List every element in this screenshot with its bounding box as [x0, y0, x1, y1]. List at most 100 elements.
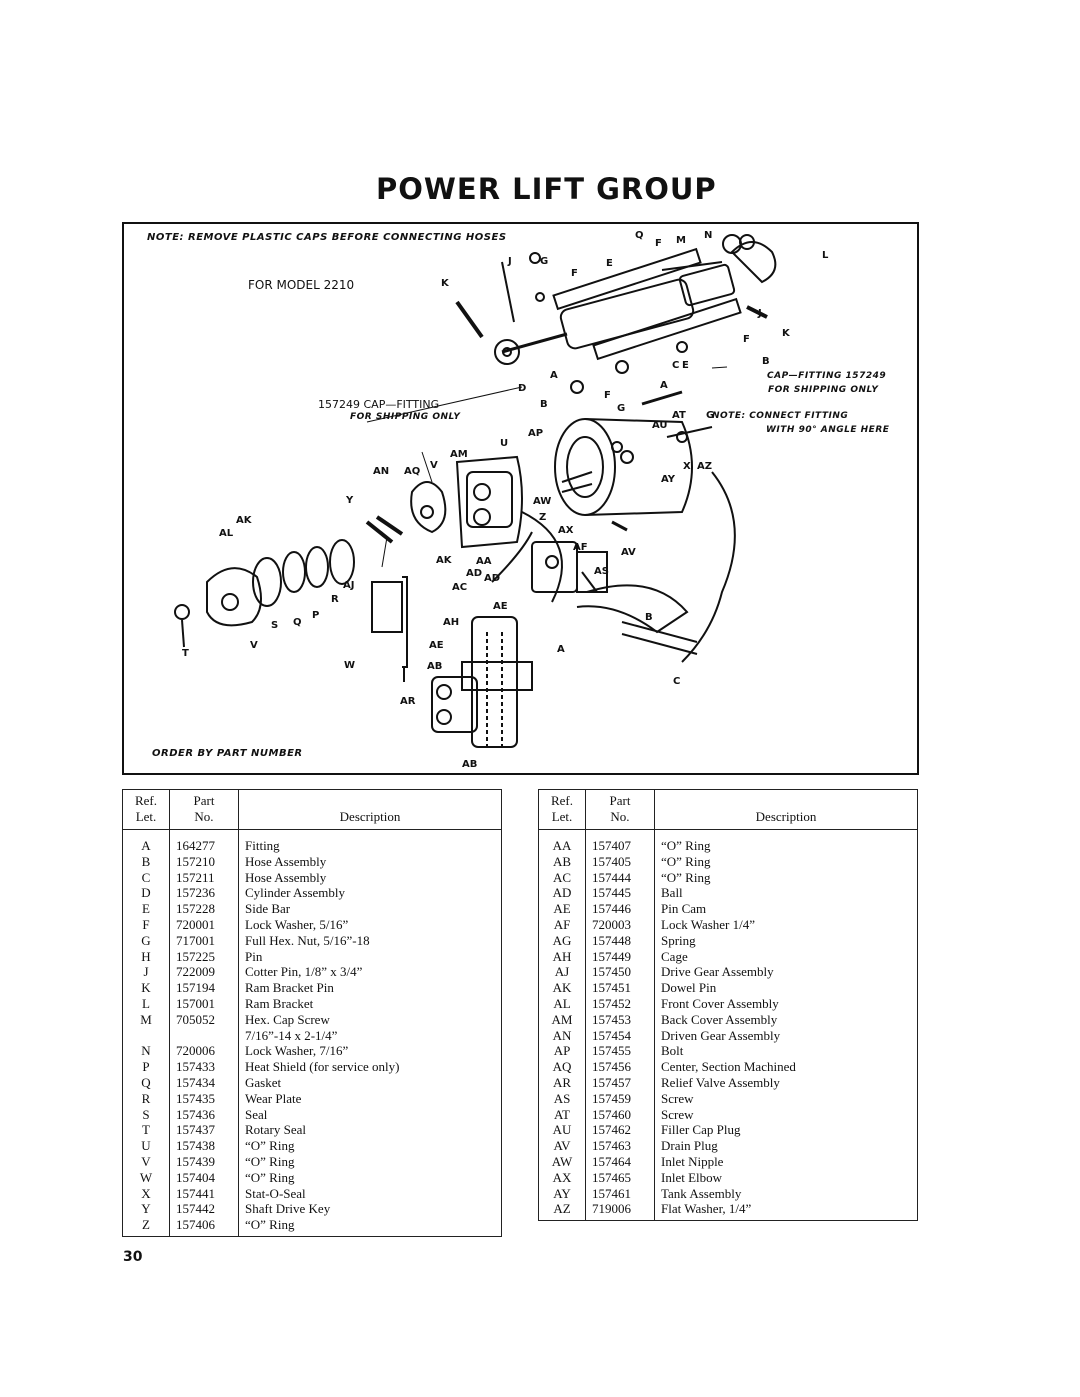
ref-letter: AD	[538, 885, 586, 902]
tank-assembly	[554, 390, 713, 516]
ref-letter: AK	[538, 980, 586, 996]
ref-letter: AF	[538, 916, 586, 933]
ref-letter: E	[122, 901, 170, 917]
part-description: Drive Gear Assembly	[654, 964, 918, 981]
ref-letter: N	[122, 1043, 170, 1060]
part-description: Ram Bracket	[238, 995, 502, 1012]
part-number: 157452	[585, 995, 655, 1012]
part-number: 157436	[169, 1106, 239, 1123]
callout-label: F	[655, 238, 662, 249]
part-number: 157453	[585, 1011, 655, 1028]
callout-label: AM	[450, 449, 468, 460]
part-description: Screw	[654, 1106, 918, 1123]
order-note: ORDER BY PART NUMBER	[152, 748, 303, 759]
ref-letter: AL	[538, 995, 586, 1012]
callout-label: AE	[429, 640, 444, 651]
ref-letter: AC	[538, 869, 586, 886]
shipping-note-right: FOR SHIPPING ONLY	[768, 385, 879, 395]
callout-label: AJ	[343, 580, 355, 591]
callout-label: J	[758, 308, 762, 319]
callout-label: D	[518, 383, 527, 394]
callout-label: AE	[493, 601, 508, 612]
pump-body	[174, 455, 523, 648]
part-description: “O” Ring	[238, 1138, 502, 1154]
relief-valve	[371, 576, 533, 748]
page-number: 30	[123, 1249, 143, 1265]
callout-label: C	[673, 676, 681, 687]
callout-label: AB	[462, 759, 478, 770]
ref-letter: M	[122, 1011, 170, 1028]
part-number: 157441	[169, 1185, 239, 1202]
callout-label: AH	[443, 617, 460, 628]
part-number: 722009	[169, 964, 239, 981]
angle-note: WITH 90° ANGLE HERE	[766, 425, 890, 435]
part-description: “O” Ring	[238, 1153, 502, 1170]
part-number: 157451	[585, 980, 655, 996]
part-number: 720006	[169, 1043, 239, 1060]
part-number: 157433	[169, 1059, 239, 1075]
callout-label: L	[822, 250, 829, 261]
callout-label: T	[182, 648, 189, 659]
part-number: 157228	[169, 901, 239, 917]
ref-letter: AU	[538, 1122, 586, 1139]
part-description: Hex. Cap Screw	[238, 1011, 502, 1028]
callout-label: AP	[528, 428, 544, 439]
part-description: Gasket	[238, 1074, 502, 1091]
part-number: 157455	[585, 1043, 655, 1060]
ref-letter: L	[122, 995, 170, 1012]
part-description: Lock Washer, 5/16”	[238, 916, 502, 933]
part-number: 157194	[169, 980, 239, 996]
part-number: 157457	[585, 1074, 655, 1091]
callout-label: V	[250, 640, 258, 651]
part-description: Hose Assembly	[238, 869, 502, 886]
table-row: 7/16”-14 x 2-1/4”	[122, 1027, 502, 1044]
part-description: “O” Ring	[654, 853, 918, 870]
part-description: “O” Ring	[238, 1169, 502, 1186]
part-description: Bolt	[654, 1043, 918, 1060]
ref-letter: Y	[122, 1201, 170, 1218]
callout-label: F	[743, 334, 750, 345]
callout-label: N	[704, 230, 713, 241]
callout-label: F	[571, 268, 578, 279]
part-number: 157236	[169, 885, 239, 902]
callout-label: A	[660, 380, 668, 391]
part-number: 157465	[585, 1169, 655, 1186]
part-number: 717001	[169, 932, 239, 949]
callout-label: AQ	[404, 466, 421, 477]
callout-label: AU	[652, 420, 668, 431]
part-description: Pin Cam	[654, 901, 918, 917]
part-description: Shaft Drive Key	[238, 1201, 502, 1218]
part-number: 720003	[585, 916, 655, 933]
ref-letter: AW	[538, 1153, 586, 1170]
part-description: 7/16”-14 x 2-1/4”	[238, 1027, 502, 1044]
callout-label: J	[508, 256, 512, 267]
part-description: Drain Plug	[654, 1138, 918, 1154]
part-number: 157404	[169, 1169, 239, 1186]
callout-label: AX	[558, 525, 574, 536]
part-number: 157446	[585, 901, 655, 917]
part-description: Side Bar	[238, 901, 502, 917]
callout-label: AL	[219, 528, 234, 539]
part-description: Fitting	[238, 829, 502, 854]
part-number: 157442	[169, 1201, 239, 1218]
part-description: Ball	[654, 885, 918, 902]
part-number: 157434	[169, 1074, 239, 1091]
part-description: “O” Ring	[238, 1217, 502, 1237]
ref-letter: AE	[538, 901, 586, 917]
callout-label: P	[312, 610, 320, 621]
part-description: Filler Cap Plug	[654, 1122, 918, 1139]
part-number: 157464	[585, 1153, 655, 1170]
